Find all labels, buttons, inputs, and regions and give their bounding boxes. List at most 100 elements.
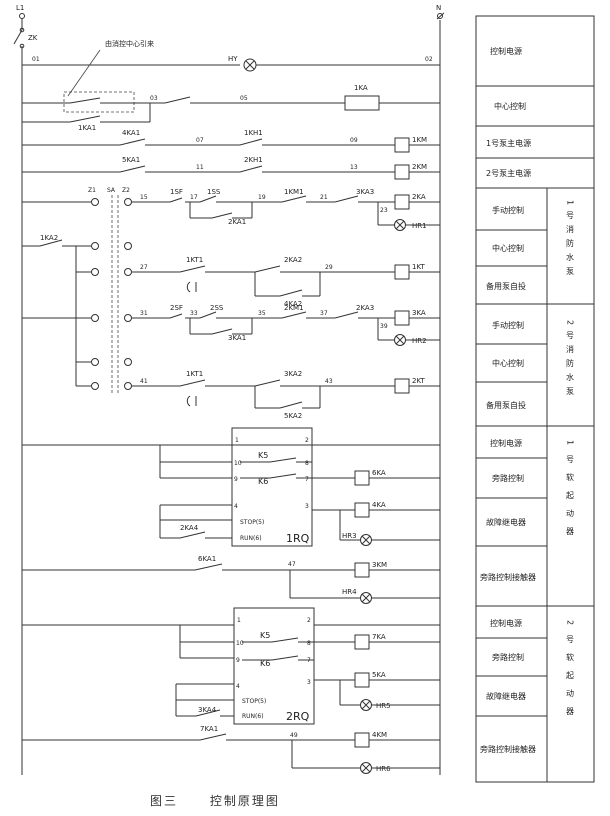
table-row-15: 控制电源 [490,618,522,628]
label-49: 49 [290,732,298,739]
label-2rq-t2: 2 [307,617,311,624]
table-group-pump1: 1号消防水泵 [566,200,575,281]
label-1kt1-b: 1KT1 [186,370,203,378]
1ka-relay-circuit: 03 05 1KA 1KA1 [22,84,440,132]
label-2rq-t1: 1 [237,617,241,624]
label-2ss: 2SS [210,304,224,312]
table-group-softstarter1: 1号软起动器 [566,440,575,545]
figure-caption: 图三 控制原理图 [150,792,306,809]
label-hr3: HR3 [342,532,357,540]
table-row-17: 故障继电器 [486,691,526,701]
label-2kt: 2KT [412,377,426,385]
label-2ka2: 2KA2 [284,256,302,264]
label-09: 09 [350,137,358,144]
label-2rq: 2RQ [286,710,310,723]
label-31: 31 [140,310,148,317]
label-39: 39 [380,323,388,330]
2km-contactor-circuit: 5KA1 2KH1 11 13 2KM [22,156,440,180]
label-1rq-t9: 9 [234,476,238,483]
label-k5-1: K5 [258,451,268,460]
label-35: 35 [258,310,266,317]
table-row-3: 1号泵主电源 [486,138,531,148]
table-group-pump2: 2号消防水泵 [566,320,575,401]
label-07: 07 [196,137,204,144]
label-k6-1: K6 [258,477,268,486]
selector-switch-sa: Z1 SA Z2 1KA2 [22,187,132,395]
label-6ka: 6KA [372,469,386,477]
label-2rq-t8: 8 [307,640,311,647]
supply-rails: L1 ZK N [13,4,445,775]
label-2ka3: 2KA3 [356,304,374,312]
table-row-4: 2号泵主电源 [486,168,531,178]
label-2kh1: 2KH1 [244,156,263,164]
zk-label: ZK [28,34,38,42]
l1-label: L1 [16,4,24,12]
label-2km: 2KM [412,163,427,171]
label-k5-2: K5 [260,631,270,640]
label-1km1: 1KM1 [284,188,304,196]
table-row-8: 手动控制 [492,320,524,330]
label-21: 21 [320,194,328,201]
pump1-control-branch: 15 1SF 17 1SS 19 1KM1 21 3KA3 23 2KA HR1… [132,188,440,308]
label-4km: 4KM [372,731,387,739]
label-4ka2: 4KA2 [284,300,302,308]
label-run-1: RUN(6) [240,535,262,542]
label-k6-2: K6 [260,659,270,668]
label-11: 11 [196,164,204,171]
table-row-18: 旁路控制接触器 [480,744,536,754]
label-2ka1: 2KA1 [228,218,246,226]
label-stop-1: STOP(5) [240,519,264,526]
label-1rq-t2: 2 [305,437,309,444]
soft-starter-2rq: 1 2 10 9 8 7 4 3 K5 K6 STOP(5) RUN(6) 2R… [22,607,440,725]
label-1rq-t4: 4 [234,503,238,510]
table-row-11: 控制电源 [490,438,522,448]
bypass-3km-circuit: 6KA1 47 3KM HR4 [22,555,440,604]
label-z2: Z2 [122,187,130,194]
label-3ka: 3KA [412,309,426,317]
label-5ka1: 5KA1 [122,156,140,164]
label-05: 05 [240,95,248,102]
figure-title: 控制原理图 [209,794,280,808]
label-hr1: HR1 [412,222,427,230]
label-1rq-t8: 8 [305,460,309,467]
label-41: 41 [140,378,148,385]
label-2km1: 2KM1 [284,304,304,312]
label-13: 13 [350,164,358,171]
label-1sf: 1SF [170,188,183,196]
label-27: 27 [140,264,148,271]
label-2rq-t10: 10 [236,640,244,647]
1km-contactor-circuit: 4KA1 1KH1 07 09 1KM [22,129,440,153]
label-5ka: 5KA [372,671,386,679]
label-2rq-t4: 4 [236,683,240,690]
bypass-4km-circuit: 7KA1 49 4KM HR6 [22,725,440,774]
label-sa: SA [107,187,116,194]
soft-starter-1rq: 1 2 10 9 8 7 4 3 K5 K6 STOP(5) RUN(6) 1R… [22,427,440,547]
label-4ka: 4KA [372,501,386,509]
label-1kh1: 1KH1 [244,129,263,137]
label-2ka4: 2KA4 [180,524,199,532]
label-z1: Z1 [88,187,96,194]
table-row-13: 故障继电器 [486,517,526,527]
label-7ka1: 7KA1 [200,725,218,733]
n-label: N [436,4,441,12]
table-row-1: 控制电源 [490,46,522,56]
table-row-12: 旁路控制 [492,473,524,483]
label-1ka1: 1KA1 [78,124,96,132]
label-1rq-t1: 1 [235,437,239,444]
label-stop-2: STOP(5) [242,698,266,705]
label-7ka: 7KA [372,633,386,641]
label-5ka2: 5KA2 [284,412,302,420]
table-row-10: 备用泵自投 [486,400,526,410]
figure-number: 图三 [150,794,179,808]
label-hy: HY [228,55,238,63]
label-3ka3: 3KA3 [356,188,374,196]
table-row-5: 手动控制 [492,205,524,215]
label-1rq-t10: 10 [234,460,242,467]
label-4ka1: 4KA1 [122,129,140,137]
table-group-softstarter2: 2号软起动器 [566,620,575,725]
label-1kt: 1KT [412,263,426,271]
label-hr6: HR6 [376,765,391,773]
label-hr2: HR2 [412,337,427,345]
label-03: 03 [150,95,158,102]
